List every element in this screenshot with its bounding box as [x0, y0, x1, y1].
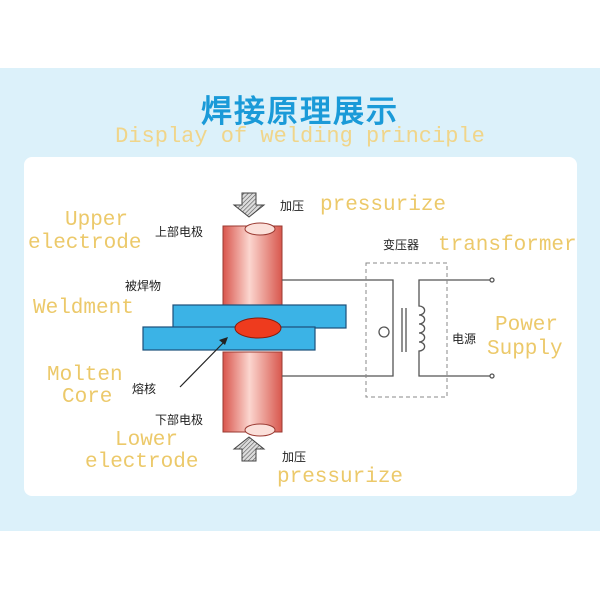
transformer-en: transformer [438, 234, 577, 257]
page-title: 焊接原理展示 [201, 94, 399, 130]
pressurize-bottom-en: pressurize [277, 466, 404, 489]
upper-electrode-en-1: Upper [65, 209, 129, 232]
molten-nugget [234, 317, 282, 339]
pressurize-bottom-cn: 加压 [282, 450, 307, 464]
upper-electrode-cn: 上部电极 [155, 225, 204, 239]
molten-core-en-2: Core [62, 386, 113, 409]
pressure-arrow-bottom-icon [232, 436, 266, 462]
upper-electrode [222, 222, 283, 307]
lower-electrode-cn: 下部电极 [155, 413, 204, 427]
lower-plate [142, 326, 316, 351]
pressurize-top-cn: 加压 [280, 199, 305, 213]
circuit [282, 277, 495, 379]
power-supply-cn: 电源 [452, 332, 477, 346]
lower-electrode-en-1: Lower [115, 429, 179, 452]
transformer-box [365, 262, 448, 398]
pressure-arrow-top-icon [232, 192, 266, 218]
molten-core-cn: 熔核 [132, 382, 157, 396]
weldment-cn: 被焊物 [125, 279, 162, 293]
pressurize-top-en: pressurize [320, 194, 447, 217]
page-subtitle: Display of welding principle [115, 124, 485, 149]
lower-electrode-en-2: electrode [85, 451, 199, 474]
lower-electrode [222, 351, 283, 437]
molten-core-en-1: Molten [47, 364, 123, 387]
power-supply-en-1: Power [495, 314, 559, 337]
upper-electrode-en-2: electrode [28, 232, 142, 255]
pointer-arrow [179, 337, 228, 388]
power-supply-en-2: Supply [487, 338, 563, 361]
weldment-en: Weldment [33, 297, 134, 320]
transformer-cn: 变压器 [383, 238, 420, 252]
